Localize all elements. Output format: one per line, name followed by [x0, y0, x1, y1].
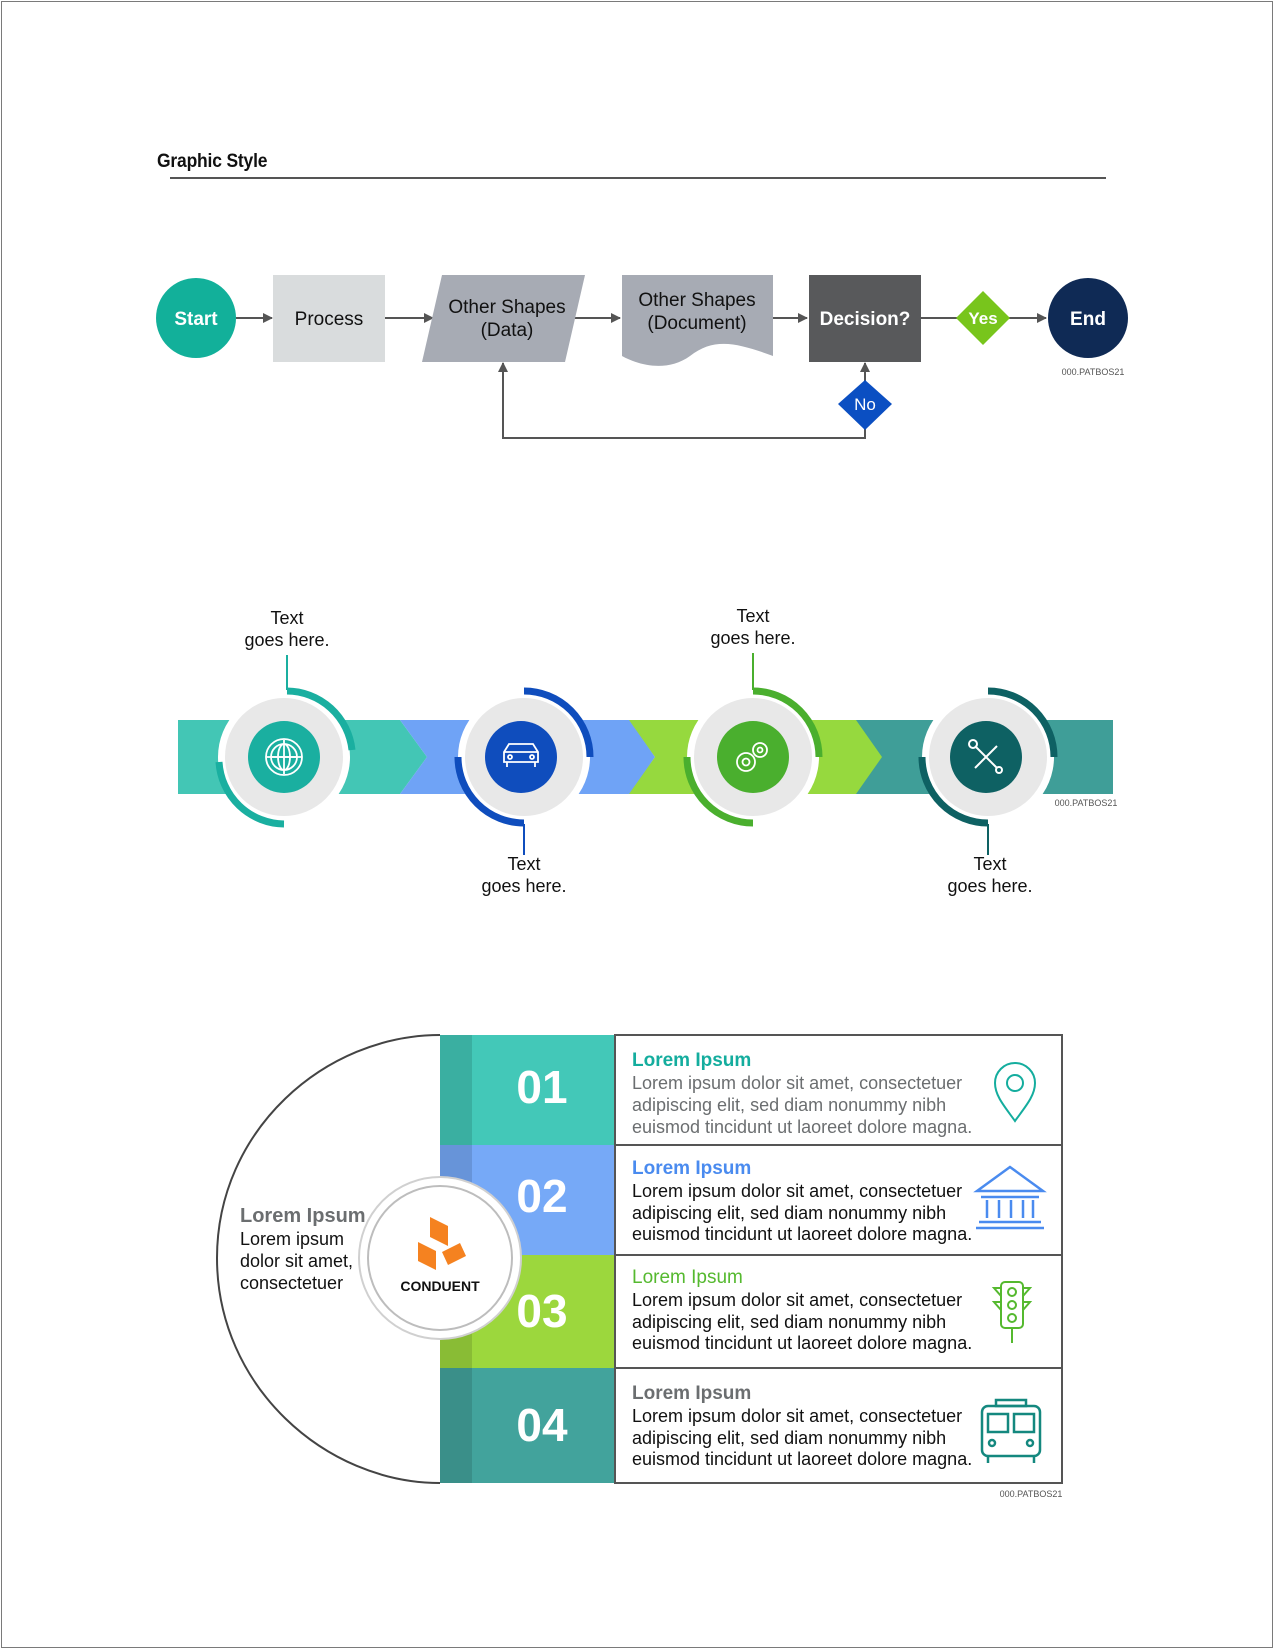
arc-bottom: [454, 756, 525, 827]
step-label-line2: goes here.: [481, 876, 566, 896]
process-node: [273, 275, 385, 362]
gears-icon: [736, 742, 768, 772]
step-label-line1: Text: [270, 608, 303, 628]
item-line-2: adipiscing elit, sed diam nonummy nibh: [632, 1203, 946, 1223]
title-rule: [170, 177, 1106, 179]
timeline: Text goes here. Text goes here.: [178, 606, 1117, 896]
item-title: Lorem Ipsum: [632, 1267, 743, 1288]
arc-bottom: [215, 761, 285, 828]
step-label-line2: goes here.: [947, 876, 1032, 896]
start-label: Start: [174, 309, 218, 330]
item-line-2: adipiscing elit, sed diam nonummy nibh: [632, 1428, 946, 1448]
yes-diamond: [956, 291, 1010, 345]
process-label: Process: [295, 309, 364, 330]
bank-icon: [973, 1165, 1047, 1230]
item-3-text: Lorem Ipsum Lorem ipsum dolor sit amet, …: [632, 1267, 972, 1353]
infographic: 01 02 03 04 Lorem Ipsum Lorem ipsum dolo…: [215, 1034, 1063, 1499]
flowchart: Start Process Other Shapes (Data) Other …: [156, 275, 1128, 439]
tools-icon: [968, 739, 1003, 774]
arc-top: [752, 687, 823, 758]
timeline-step-3: Text goes here.: [683, 606, 823, 827]
end-label: End: [1070, 309, 1106, 330]
item-line-1: Lorem ipsum dolor sit amet, consectetuer: [632, 1290, 962, 1310]
loop-back-arrow: [498, 362, 866, 439]
document-node: [622, 275, 773, 366]
item-number-1: 01: [516, 1061, 567, 1113]
item-line-3: euismod tincidunt ut laoreet dolore magn…: [632, 1333, 972, 1353]
timeline-step-4: 000.PATBOS21 Text goes here.: [918, 687, 1118, 896]
item-line-1: Lorem ipsum dolor sit amet, consectetuer: [632, 1181, 962, 1201]
logo-inner-circle: [367, 1185, 513, 1331]
content-box-1: [614, 1034, 1063, 1146]
item-title: Lorem Ipsum: [632, 1050, 751, 1071]
number-bar-4: [440, 1368, 615, 1483]
timeline-code: 000.PATBOS21: [1055, 798, 1118, 808]
document-label-line2: (Document): [647, 313, 746, 334]
item-line-1: Lorem ipsum dolor sit amet, consectetuer: [632, 1073, 962, 1093]
item-2-text: Lorem Ipsum Lorem ipsum dolor sit amet, …: [632, 1158, 972, 1244]
globe-target-icon: [265, 738, 303, 776]
page-title: Graphic Style: [157, 151, 268, 172]
item-1-text: Lorem Ipsum Lorem ipsum dolor sit amet, …: [632, 1050, 972, 1137]
no-diamond: [838, 380, 892, 430]
car-icon: [503, 743, 539, 767]
timeline-step-2: Text goes here.: [454, 687, 594, 896]
decision-label: Decision?: [820, 309, 911, 330]
traffic-light-icon: [991, 1281, 1033, 1343]
item-title: Lorem Ipsum: [632, 1383, 751, 1404]
start-node: [156, 278, 236, 358]
item-line-3: euismod tincidunt ut laoreet dolore magn…: [632, 1224, 972, 1244]
data-label-line1: Other Shapes: [448, 297, 565, 318]
item-4-text: Lorem Ipsum Lorem ipsum dolor sit amet, …: [632, 1383, 972, 1469]
item-line-2: adipiscing elit, sed diam nonummy nibh: [632, 1312, 946, 1332]
step-label-line1: Text: [736, 606, 769, 626]
step-label-line1: Text: [507, 854, 540, 874]
arc-top: [987, 687, 1058, 758]
left-line-1: Lorem ipsum: [240, 1229, 344, 1249]
yes-label: Yes: [968, 309, 997, 328]
step-label-line2: goes here.: [244, 630, 329, 650]
end-node: [1048, 278, 1128, 358]
icon-disc: [485, 721, 557, 793]
bar-shade-4: [440, 1368, 472, 1483]
decision-node: [809, 275, 921, 362]
no-label: No: [854, 395, 876, 414]
number-bar-1: [440, 1035, 615, 1145]
item-number-2: 02: [516, 1170, 567, 1222]
bus-icon: [980, 1398, 1042, 1463]
logo-wordmark: CONDUENT: [400, 1278, 480, 1294]
arc-top: [523, 687, 594, 758]
left-heading: Lorem Ipsum: [240, 1205, 366, 1227]
arc-bottom: [918, 756, 989, 827]
left-line-3: consectetuer: [240, 1273, 343, 1293]
infographic-code: 000.PATBOS21: [1000, 1489, 1063, 1499]
item-line-3: euismod tincidunt ut laoreet dolore magn…: [632, 1449, 972, 1469]
arc-top: [286, 687, 356, 751]
item-line-1: Lorem ipsum dolor sit amet, consectetuer: [632, 1406, 962, 1426]
item-title: Lorem Ipsum: [632, 1158, 751, 1179]
bar-shade-1: [440, 1035, 472, 1145]
document-label-line1: Other Shapes: [638, 290, 755, 311]
item-number-4: 04: [516, 1399, 568, 1451]
left-line-2: dolor sit amet,: [240, 1251, 353, 1271]
step-label-line1: Text: [973, 854, 1006, 874]
content-box-3: [614, 1254, 1063, 1369]
item-line-3: euismod tincidunt ut laoreet dolore magn…: [632, 1117, 972, 1137]
data-label-line2: (Data): [481, 320, 534, 341]
conduent-logo: CONDUENT: [400, 1217, 480, 1294]
half-oval: [215, 1034, 441, 1484]
item-line-2: adipiscing elit, sed diam nonummy nibh: [632, 1095, 946, 1115]
item-number-3: 03: [516, 1285, 567, 1337]
map-pin-icon: [993, 1062, 1037, 1123]
arc-bottom: [683, 756, 754, 827]
flowchart-code: 000.PATBOS21: [1062, 367, 1125, 377]
step-label-line2: goes here.: [710, 628, 795, 648]
timeline-step-1: Text goes here.: [215, 608, 356, 828]
data-node: [422, 275, 585, 362]
